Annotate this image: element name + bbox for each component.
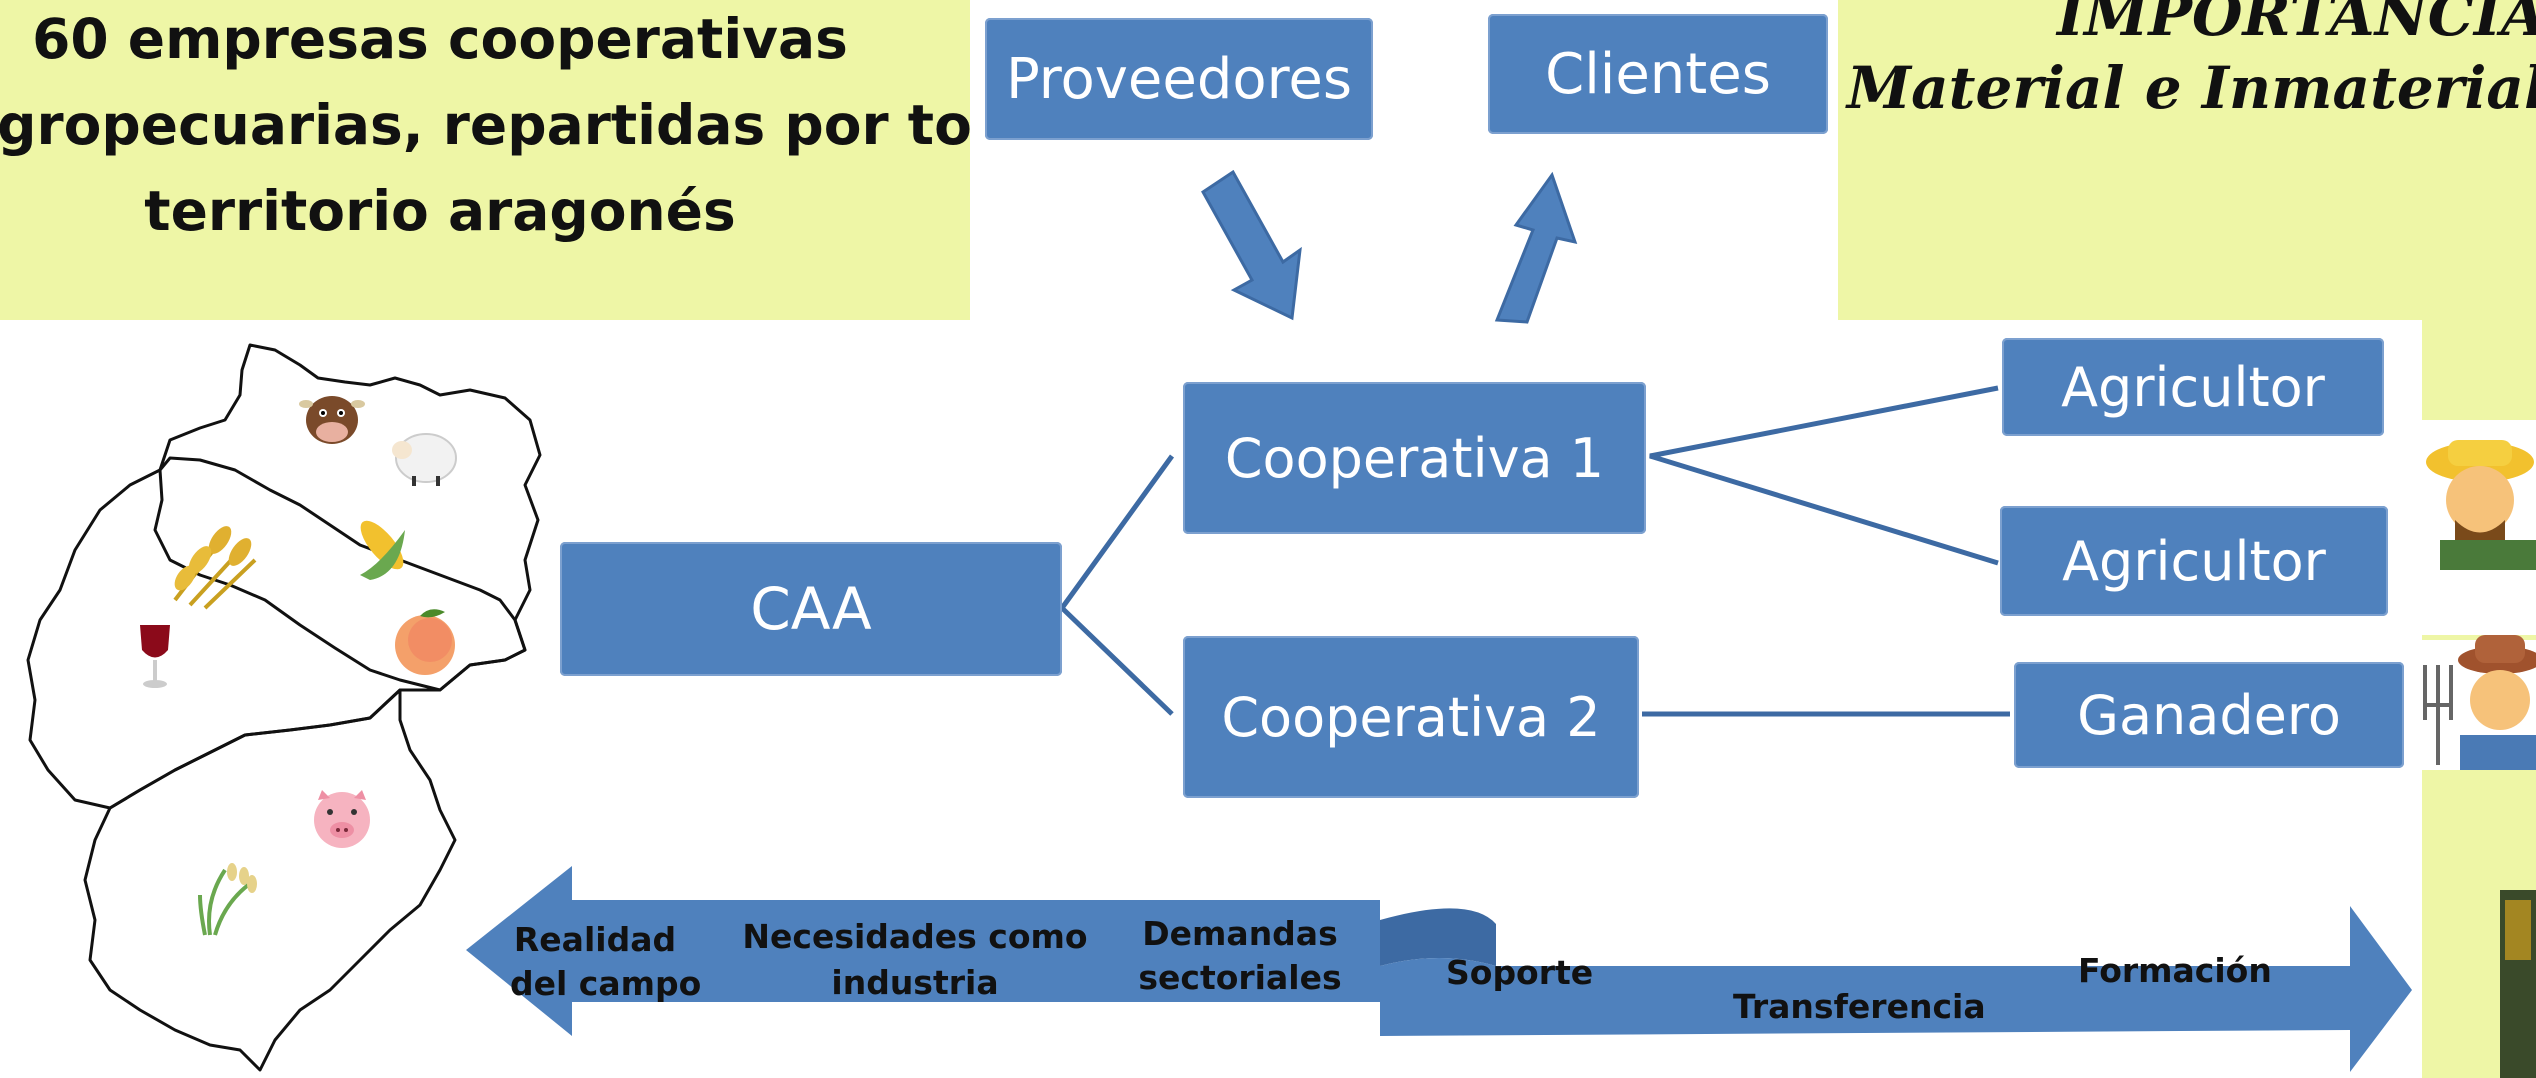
coop1-connector — [1649, 385, 1999, 566]
peach-icon — [395, 609, 455, 675]
client-arrow — [1494, 171, 1578, 324]
label-necesidades: Necesidades como industria — [742, 917, 1088, 1002]
label-realidad: Realidad del campo — [510, 920, 702, 1003]
rice-icon — [198, 863, 257, 936]
heading-line-1: 60 empresas cooperativas — [32, 7, 848, 71]
node-agricultor-2: Agricultor — [2000, 506, 2388, 616]
label-demandas: Demandas sectoriales — [1138, 914, 1342, 997]
left-banner-arrow — [466, 866, 1380, 1036]
wine-icon — [140, 625, 170, 688]
cow-icon — [299, 396, 365, 444]
label-transferencia: Transferencia — [1733, 987, 1986, 1026]
side-title-line-1: IMPORTANCIA — [2057, 0, 2536, 49]
side-title: IMPORTANCIA Material e Inmaterial — [1847, 0, 2536, 126]
supplier-arrow — [1201, 169, 1302, 321]
aragon-map — [26, 343, 542, 1072]
corn-icon — [360, 520, 405, 580]
map-panel — [0, 320, 560, 1078]
banner-fold — [1380, 908, 1496, 966]
node-caa: CAA — [560, 542, 1062, 676]
node-proveedores: Proveedores — [985, 18, 1373, 140]
teruel-outline — [83, 688, 457, 1072]
label-soporte: Soporte — [1446, 953, 1594, 992]
node-clientes: Clientes — [1488, 14, 1828, 134]
pig-icon — [314, 790, 370, 848]
side-title-line-2: Material e Inmaterial — [1846, 54, 2536, 122]
right-banner-arrow — [1380, 906, 2412, 1072]
node-agricultor-1: Agricultor — [2002, 338, 2384, 436]
node-cooperativa-2: Cooperativa 2 — [1183, 636, 1639, 798]
wheat-icon — [173, 526, 257, 610]
sheep-icon — [392, 433, 457, 486]
caa-connector — [1058, 454, 1175, 716]
node-cooperativa-1: Cooperativa 1 — [1183, 382, 1646, 534]
heading-line-3: territorio aragonés — [144, 179, 736, 243]
node-ganadero: Ganadero — [2014, 662, 2404, 768]
label-formacion: Formación — [2078, 951, 2272, 990]
